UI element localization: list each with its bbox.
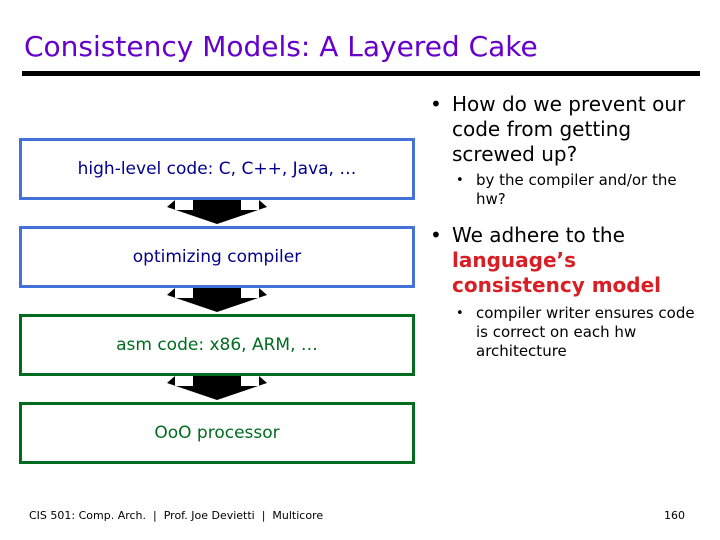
- diagram-box-label: optimizing compiler: [132, 246, 302, 267]
- diagram-box-label: asm code: x86, ARM, …: [116, 334, 318, 355]
- bullet-text: How do we prevent our code from getting …: [452, 92, 686, 166]
- diagram-box-ooo-processor: OoO processor: [19, 402, 415, 464]
- diagram-box-label: OoO processor: [154, 422, 280, 443]
- bullet-list: • How do we prevent our code from gettin…: [424, 92, 708, 361]
- bullet-group-2: • We adhere to the language’s consistenc…: [424, 223, 708, 361]
- layer-stack-diagram: high-level code: C, C++, Java, … optimiz…: [19, 138, 415, 470]
- page-title: Consistency Models: A Layered Cake: [24, 30, 538, 63]
- bullet-text: by the compiler and/or the hw?: [476, 171, 677, 208]
- bullet-item-compiler-writer: • compiler writer ensures code is correc…: [424, 304, 708, 361]
- arrow-down-block-icon: [167, 287, 267, 313]
- bullet-marker-icon: •: [456, 306, 464, 321]
- page-number: 160: [664, 509, 685, 522]
- bullet-group-1: • How do we prevent our code from gettin…: [424, 92, 708, 209]
- arrow-down-block-icon: [167, 375, 267, 401]
- diagram-box-asm-code: asm code: x86, ARM, …: [19, 314, 415, 376]
- bullet-text-emphasis: language’s consistency model: [452, 248, 662, 297]
- bullet-item-by-the-compiler: • by the compiler and/or the hw?: [424, 171, 708, 209]
- diagram-box-high-level-code: high-level code: C, C++, Java, …: [19, 138, 415, 200]
- bullet-marker-icon: •: [456, 173, 464, 188]
- bullet-item-prevent: • How do we prevent our code from gettin…: [424, 92, 708, 167]
- bullet-marker-icon: •: [430, 223, 442, 247]
- diagram-box-label: high-level code: C, C++, Java, …: [77, 158, 357, 179]
- bullet-marker-icon: •: [430, 92, 442, 116]
- footer-course-info: CIS 501: Comp. Arch. | Prof. Joe Deviett…: [29, 509, 324, 522]
- bullet-text: compiler writer ensures code is correct …: [476, 304, 695, 360]
- arrow-down-block-icon: [167, 199, 267, 225]
- bullet-item-adhere: • We adhere to the language’s consistenc…: [424, 223, 708, 298]
- diagram-box-optimizing-compiler: optimizing compiler: [19, 226, 415, 288]
- bullet-text-plain: We adhere to the: [452, 223, 625, 247]
- title-divider: [22, 71, 700, 76]
